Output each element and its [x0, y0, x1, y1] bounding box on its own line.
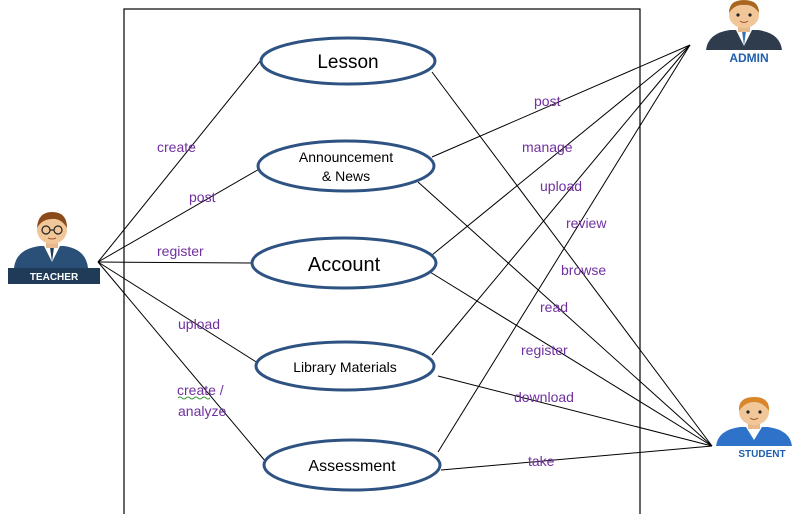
spellcheck-underline: [177, 396, 211, 400]
teacher-label: TEACHER: [30, 272, 79, 283]
admin-avatar-icon: [706, 0, 788, 66]
use-case-announcement-label-line1: Announcement: [299, 149, 393, 165]
use-case-announcement: Announcement & News: [256, 139, 436, 193]
admin-label: ADMIN: [729, 51, 768, 65]
student-announcement-line: [417, 181, 713, 447]
relation-label-student-register: register: [521, 342, 568, 358]
student-label: STUDENT: [738, 449, 785, 460]
use-case-library-label: Library Materials: [293, 359, 396, 375]
relation-label-student-take: take: [528, 453, 555, 469]
use-case-assessment-label: Assessment: [308, 458, 396, 475]
admin-announcement-line: [431, 44, 691, 158]
use-case-account-label: Account: [308, 254, 381, 276]
relation-label-teacher-register: register: [157, 243, 204, 259]
system-boundary: [123, 8, 641, 514]
use-case-announcement-label-line2: & News: [322, 168, 370, 184]
teacher-account-line: [97, 261, 252, 264]
relation-label-admin-post: post: [534, 93, 561, 109]
relation-labels: create post register upload create / ana…: [157, 93, 607, 469]
use-case-lesson-label: Lesson: [317, 52, 378, 73]
teacher-assessment-line: [97, 261, 267, 463]
student-library-line: [437, 375, 713, 447]
student-account-line: [429, 271, 713, 447]
student-lesson-line: [431, 71, 713, 447]
association-lines: [97, 44, 713, 471]
relation-label-student-read: read: [540, 299, 568, 315]
relation-label-teacher-post: post: [189, 189, 216, 205]
relation-label-student-browse: browse: [561, 262, 606, 278]
use-case-assessment: Assessment: [262, 438, 442, 492]
relation-label-admin-manage: manage: [522, 139, 573, 155]
use-case-library-materials: Library Materials: [254, 340, 436, 392]
relation-label-student-download: download: [514, 389, 574, 405]
relation-label-teacher-create-analyze-line1: create /: [177, 382, 224, 398]
relation-label-admin-review: review: [566, 215, 607, 231]
admin-library-line: [431, 44, 691, 356]
teacher-lesson-line: [97, 59, 262, 263]
relation-label-teacher-upload: upload: [178, 316, 220, 332]
admin-account-line: [431, 44, 691, 256]
relation-label-teacher-create-analyze-line2: analyze: [178, 403, 226, 419]
student-avatar-icon: [716, 397, 808, 460]
use-case-lesson: Lesson: [259, 36, 437, 86]
teacher-announcement-line: [97, 167, 262, 263]
student-assessment-line: [440, 445, 713, 471]
teacher-library-line: [97, 261, 262, 366]
relation-label-admin-upload: upload: [540, 178, 582, 194]
use-case-account: Account: [250, 236, 438, 290]
teacher-avatar-icon: [8, 212, 100, 284]
relation-label-teacher-create: create: [157, 139, 196, 155]
